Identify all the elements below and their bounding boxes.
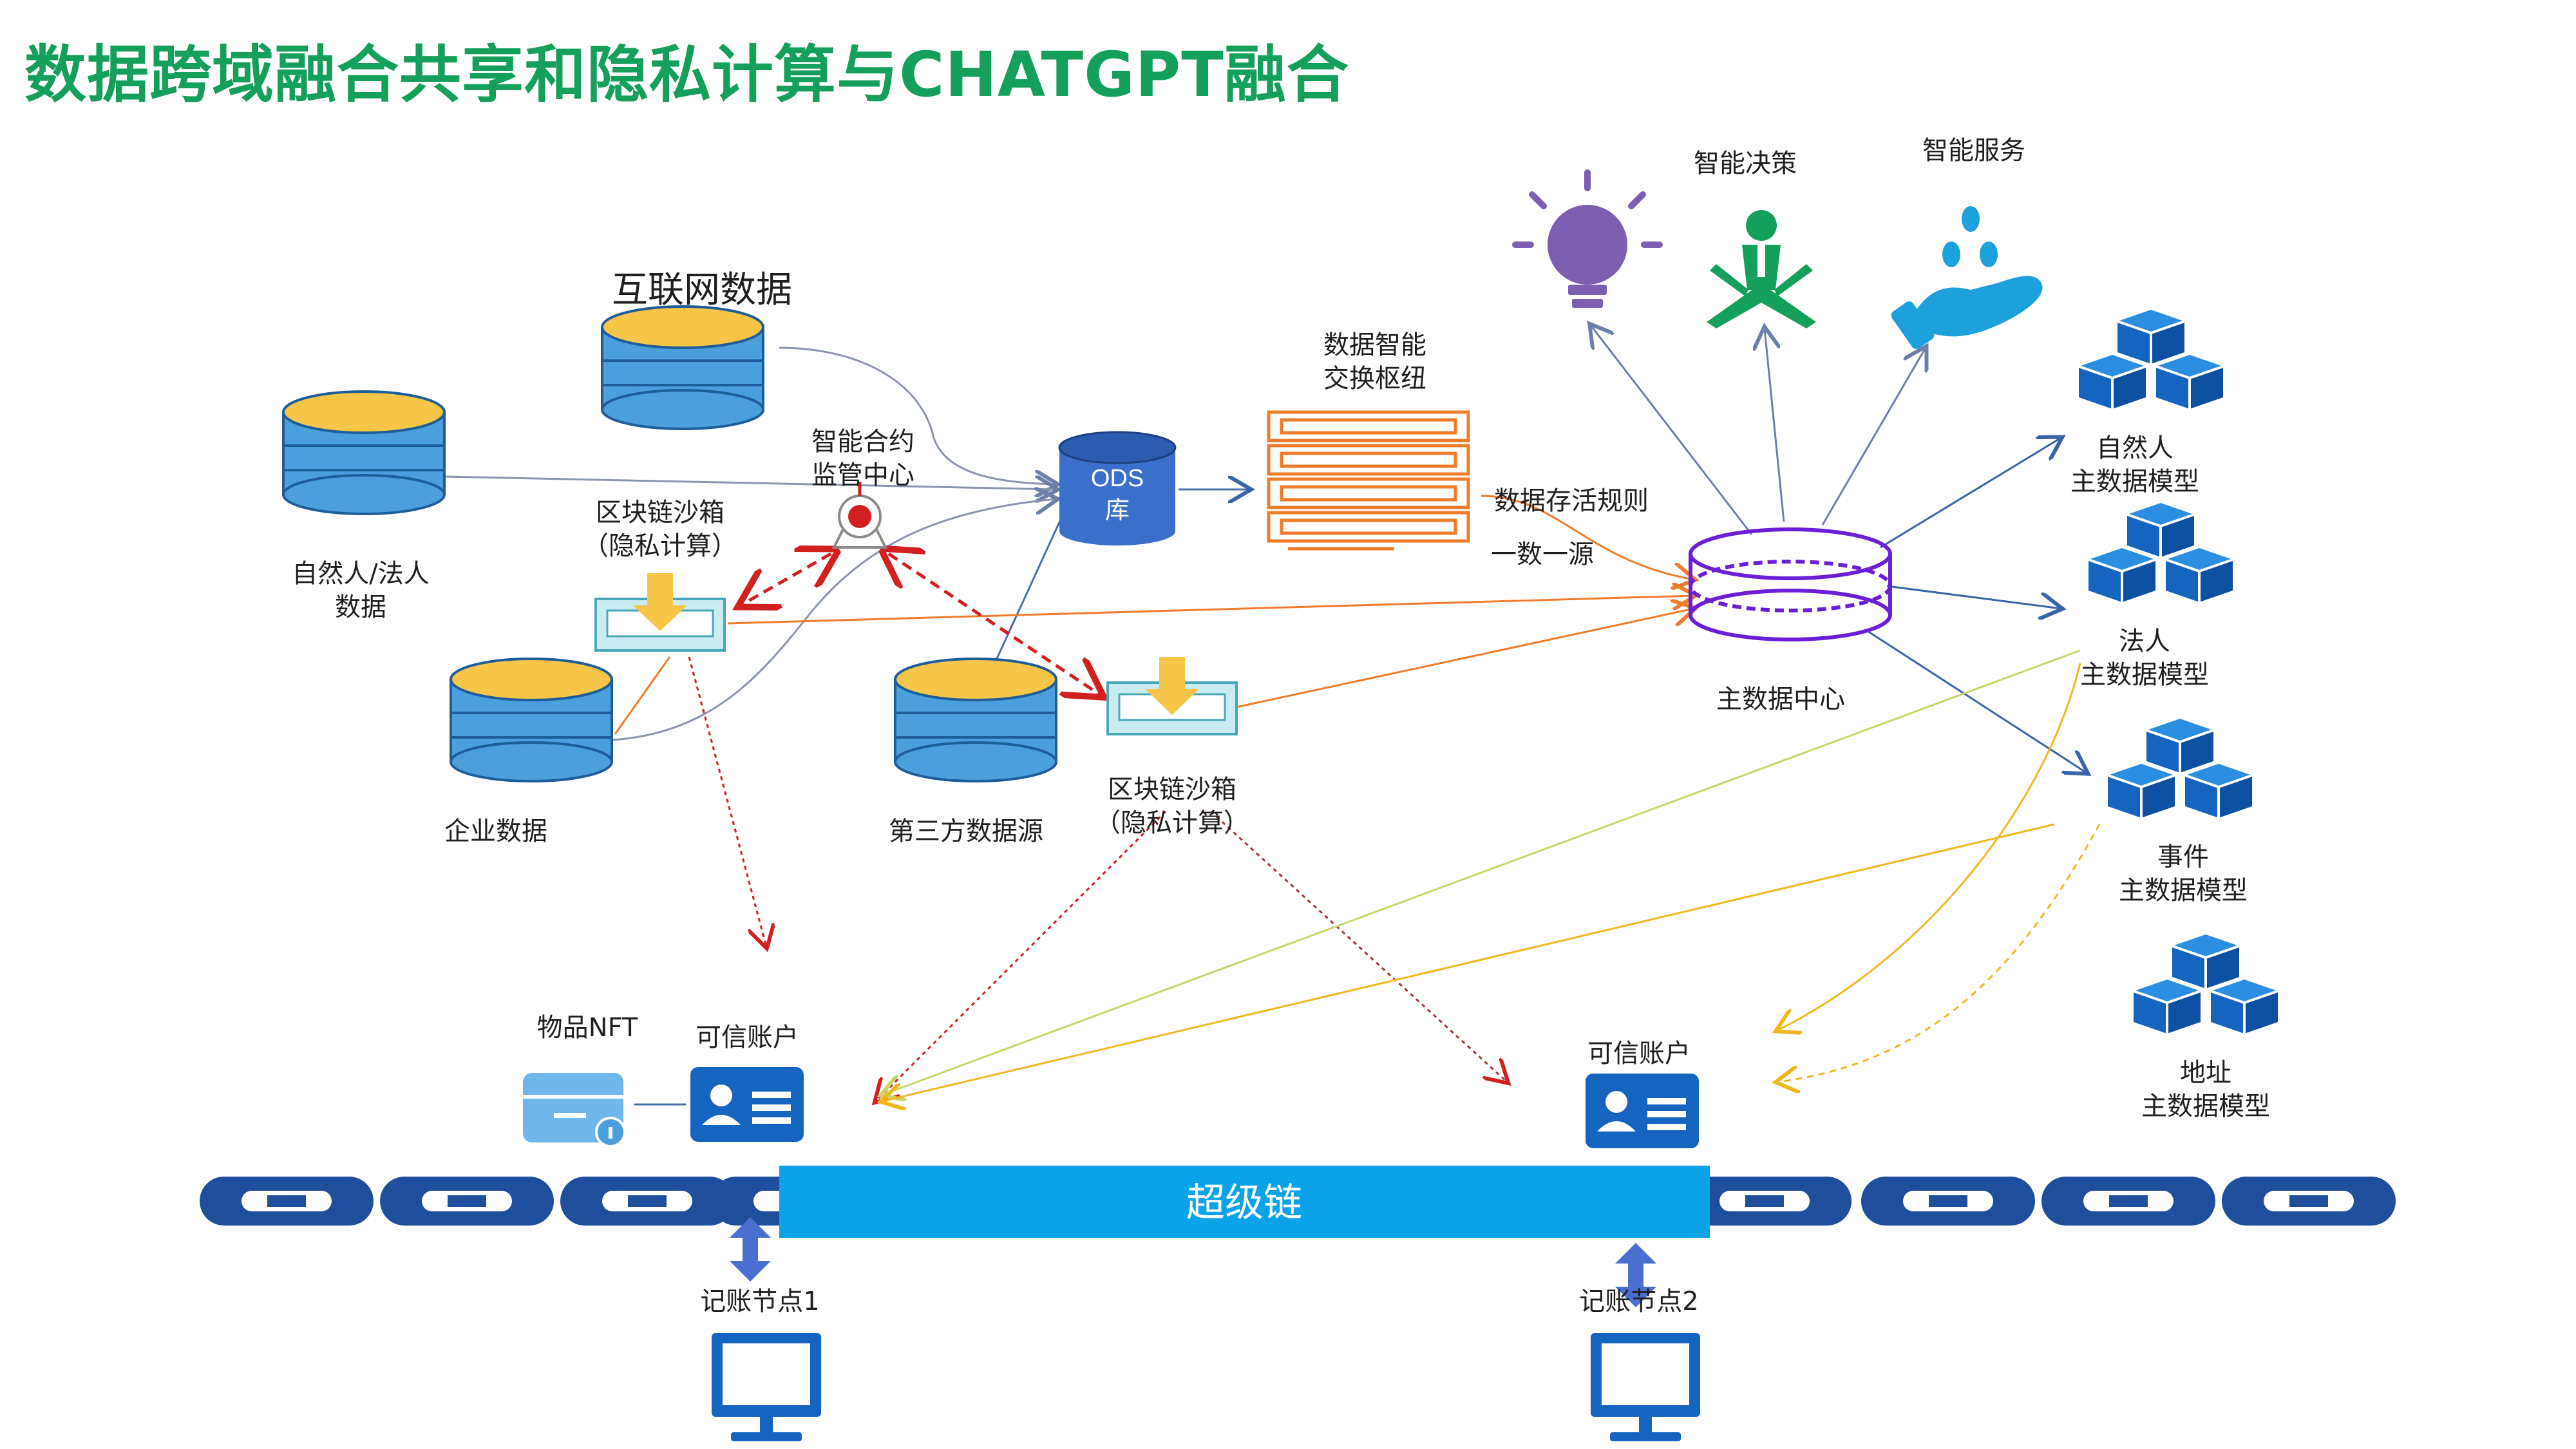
link-natural-ods: [444, 477, 1056, 489]
link-sandbox1-master: [727, 596, 1694, 625]
label-internet-data: 互联网数据: [612, 269, 792, 311]
label-trusted-account-2: 可信账户: [1587, 1039, 1690, 1068]
sandbox-2-icon[interactable]: [1106, 656, 1238, 735]
link-sandbox1-down: [688, 656, 766, 947]
label-smart-service: 智能服务: [1922, 136, 2025, 166]
ods-sub-label: 库: [1105, 497, 1130, 524]
master-data-center-icon[interactable]: [1689, 527, 1892, 641]
link-sandbox2-right: [1209, 810, 1507, 1082]
smart-contract-icon[interactable]: [831, 482, 888, 549]
label-model-natural-person: 自然人主数据模型: [2070, 433, 2199, 497]
ledger-node-2-monitor-icon[interactable]: [1591, 1333, 1700, 1441]
label-model-event: 事件主数据模型: [2119, 842, 2248, 905]
page-title: 数据跨域融合共享和隐私计算与CHATGPT融合: [24, 39, 1349, 111]
database-third-party[interactable]: [894, 658, 1057, 782]
trusted-account-1-icon[interactable]: [690, 1067, 804, 1142]
ledger-arrow-2: [1615, 1243, 1656, 1307]
sandbox-1-icon[interactable]: [594, 572, 726, 652]
label-sandbox-1: 区块链沙箱（隐私计算）: [583, 498, 737, 561]
database-enterprise[interactable]: [450, 658, 613, 782]
label-model-legal-person: 法人主数据模型: [2080, 627, 2209, 690]
super-chain-label: 超级链: [1186, 1180, 1302, 1226]
model-legal-person-icon[interactable]: [2088, 503, 2233, 602]
link-master-decision: [1591, 325, 1753, 535]
label-trusted-account-1: 可信账户: [696, 1023, 799, 1052]
link-enterprise-sandbox: [614, 656, 671, 735]
label-ledger-node-2: 记账节点2: [1579, 1287, 1699, 1316]
link-exchange-master: [1481, 495, 1694, 580]
label-exchange-hub: 数据智能交换枢纽: [1323, 330, 1426, 393]
exchange-hub-icon[interactable]: [1267, 410, 1470, 551]
link-master-model3: [1867, 630, 2087, 773]
link-model-account-right-dashed: [1777, 824, 2101, 1082]
link-master-model1: [1880, 438, 2061, 549]
link-contract-sandbox1: [741, 554, 831, 605]
link-model-account-right: [1777, 663, 2081, 1030]
link-thirdparty-ods: [990, 515, 1064, 670]
link-enterprise-ods: [592, 499, 1056, 742]
label-smart-decision: 智能决策: [1694, 149, 1797, 178]
database-natural-legal[interactable]: [282, 390, 446, 515]
ods-label: ODS: [1091, 465, 1144, 492]
nft-box-icon[interactable]: [523, 1073, 626, 1148]
label-model-address: 地址主数据模型: [2141, 1058, 2270, 1121]
service-hand-icon[interactable]: [1889, 206, 2043, 351]
decision-person-icon[interactable]: [1707, 210, 1816, 328]
label-one-source: 一数一源: [1491, 540, 1594, 569]
database-internet[interactable]: [601, 305, 764, 430]
link-master-bulb-right: [1765, 328, 1785, 522]
link-contract-sandbox2: [889, 554, 1101, 696]
label-natural-legal: 自然人/法人数据: [292, 559, 430, 622]
model-event-icon[interactable]: [2108, 719, 2252, 818]
label-nft: 物品NFT: [536, 1013, 638, 1043]
super-chain-bar[interactable]: 超级链: [779, 1166, 1710, 1238]
ledger-node-1-monitor-icon[interactable]: [712, 1333, 821, 1441]
label-third-party: 第三方数据源: [889, 817, 1043, 846]
label-smart-contract: 智能合约监管中心: [811, 427, 914, 490]
link-master-model2: [1886, 585, 2061, 609]
label-enterprise-data: 企业数据: [444, 817, 547, 846]
label-sandbox-2: 区块链沙箱（隐私计算）: [1095, 775, 1249, 838]
trusted-account-2-icon[interactable]: [1586, 1074, 1699, 1148]
link-model-account-left-yellow: [882, 823, 2055, 1101]
link-model-account-left-green: [882, 649, 2081, 1095]
model-address-icon[interactable]: [2134, 934, 2278, 1034]
label-ledger-node-1: 记账节点1: [700, 1287, 820, 1316]
link-internet-ods: [779, 346, 1056, 484]
link-sandbox2-master: [1236, 609, 1694, 708]
lightbulb-icon[interactable]: [1512, 169, 1663, 308]
link-sandbox2-left: [876, 810, 1167, 1101]
label-survival-rules: 数据存活规则: [1494, 486, 1649, 516]
ods-database[interactable]: ODS 库: [1058, 431, 1177, 545]
link-master-service: [1821, 348, 1926, 526]
ledger-arrow-1: [730, 1217, 771, 1282]
label-master-data-center: 主数据中心: [1716, 685, 1845, 714]
model-natural-person-icon[interactable]: [2079, 310, 2223, 409]
connector-lines: [444, 325, 2101, 1104]
